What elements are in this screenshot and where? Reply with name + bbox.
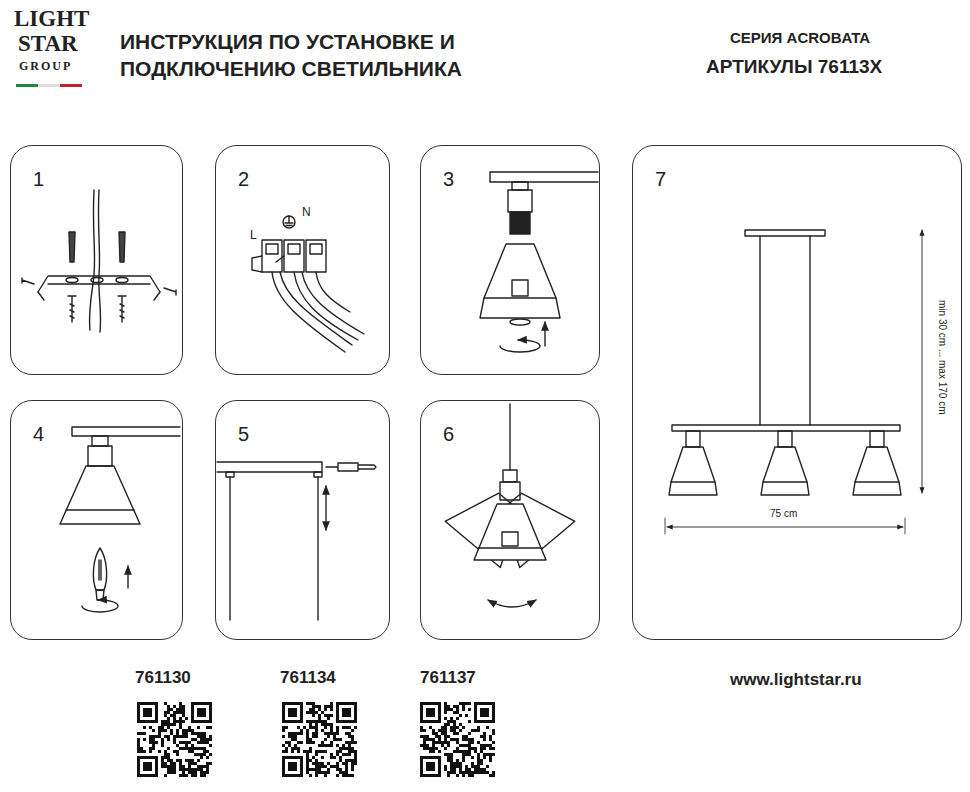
lamp-socket <box>480 172 598 352</box>
logo-text: GROUP <box>19 60 72 74</box>
step-panel: 4 <box>10 400 183 640</box>
flag-stripe <box>16 84 82 87</box>
dimension-label: 75 cm <box>770 508 797 520</box>
step-number: 6 <box>443 423 454 446</box>
step-number: 4 <box>33 423 44 446</box>
dimension-label: min 30 cm ... max 170 cm <box>937 300 949 414</box>
step-number: 3 <box>443 168 454 191</box>
article-number: 761130 <box>135 668 191 688</box>
step-panel: 7 <box>632 145 962 640</box>
mounting-bracket <box>22 190 176 332</box>
step-panel: 1 <box>10 145 183 375</box>
terminal-block <box>252 216 364 352</box>
height-adjust <box>217 462 376 620</box>
step-number: 2 <box>238 168 249 191</box>
step-panel: 5 <box>215 400 390 640</box>
qr-code <box>137 702 212 777</box>
step-number: 7 <box>655 168 666 191</box>
logo-text: LIGHT <box>14 6 89 32</box>
logo-text: STAR <box>18 31 78 57</box>
terminal-label: N <box>302 206 311 220</box>
website-url: www.lightstar.ru <box>730 670 862 690</box>
step-panel: 3 <box>420 145 600 375</box>
article-number: 761134 <box>280 668 336 688</box>
qr-code <box>420 702 495 777</box>
lamp-bulb <box>60 427 180 612</box>
qr-code <box>282 702 357 777</box>
step-number: 1 <box>33 168 44 191</box>
article-numbers: АРТИКУЛЫ 76113X <box>706 56 882 78</box>
step-number: 5 <box>238 423 249 446</box>
article-number: 761137 <box>420 668 476 688</box>
step-panel: 6 <box>420 400 600 640</box>
pendant-overview <box>665 230 922 534</box>
swivel-shade <box>445 404 575 607</box>
series-name: СЕРИЯ ACROBATA <box>730 29 870 46</box>
terminal-label: L <box>250 229 257 243</box>
step-panel: 2 <box>215 145 390 375</box>
page-title: ИНСТРУКЦИЯ ПО УСТАНОВКЕ И ПОДКЛЮЧЕНИЮ СВ… <box>120 28 560 83</box>
